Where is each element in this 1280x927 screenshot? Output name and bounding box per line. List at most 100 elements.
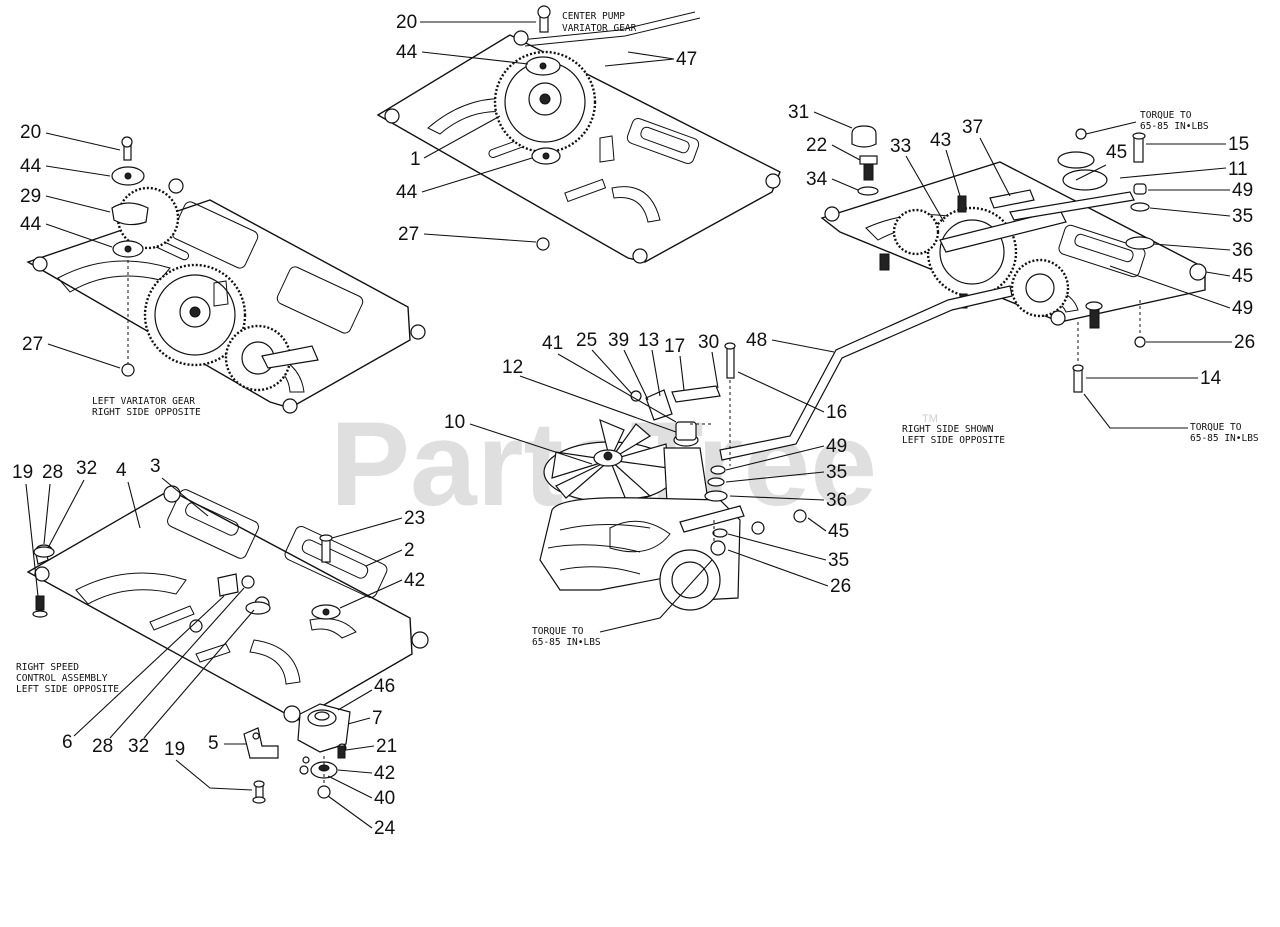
callout-19: 19 [12,462,33,483]
transmission-assembly [539,285,1013,611]
callout-49: 49 [1232,180,1253,201]
callout-26-right: 26 [1234,332,1255,353]
note-left-variator-line2: RIGHT SIDE OPPOSITE [92,407,201,418]
nut-27-top [536,237,550,251]
callout-35-center-lower: 35 [828,550,849,571]
callout-39: 39 [608,330,629,351]
callout-14: 14 [1200,368,1222,389]
bracket-5 [243,727,279,759]
cap-31 [851,125,877,148]
callout-40: 40 [374,788,395,809]
callout-10: 10 [444,412,465,433]
note-torque-center-line1: TORQUE TO [532,626,584,637]
callout-31: 31 [788,102,809,123]
callout-45-center: 45 [828,521,849,542]
washer-32-left [33,546,55,558]
callout-44-left-lower: 44 [20,214,42,235]
callout-34: 34 [806,169,828,190]
callout-6: 6 [62,732,73,753]
note-torque-center-line2: 65-85 IN•LBS [532,637,601,648]
callout-3: 3 [150,456,161,477]
callout-49-center: 49 [826,436,847,457]
watermark-trademark: TM [922,413,938,425]
note-right-speed-line2: CONTROL ASSEMBLY [16,673,108,684]
callout-2: 2 [404,540,415,561]
spacer-29 [111,202,149,226]
callout-20: 20 [396,12,417,33]
callout-35: 35 [1232,206,1253,227]
control-rod-48 [719,285,1013,461]
callout-44-lower: 44 [396,182,418,203]
callout-44: 44 [396,42,418,63]
nut-24 [317,785,331,799]
callout-48: 48 [746,330,767,351]
callout-35-center: 35 [826,462,847,483]
bolt-21 [337,745,346,759]
callout-17: 17 [664,336,685,357]
callout-23: 23 [404,508,425,529]
note-right-speed-line1: RIGHT SPEED [16,662,79,673]
filler-cap-12 [675,421,697,441]
callout-13: 13 [638,330,659,351]
callouts-center: 41 25 39 13 17 30 48 12 16 10 49 35 36 4… [444,330,851,648]
note-left-variator-line1: LEFT VARIATOR GEAR [92,396,195,407]
callout-32-lower: 32 [128,736,149,757]
pin-30 [726,345,735,379]
left-variator-assembly [26,136,426,414]
note-torque-right-line1: TORQUE TO [1190,422,1242,433]
note-torque-top-line1: TORQUE TO [1140,110,1192,121]
callout-44-left: 44 [20,156,42,177]
callout-4: 4 [116,460,127,481]
callout-24: 24 [374,818,396,839]
callout-33: 33 [890,136,911,157]
nut-27-left [121,363,135,377]
note-center-pump-line1: CENTER PUMP [562,11,625,22]
callout-29: 29 [20,186,41,207]
top-plate [376,34,781,263]
callout-28-lower: 28 [92,736,113,757]
callouts-top: 20 44 47 1 44 27 CENTER PUMP VARIATOR GE… [396,11,697,245]
callout-45: 45 [1232,266,1253,287]
callout-37: 37 [962,117,983,138]
callout-26-center: 26 [830,576,851,597]
callout-20-left: 20 [20,122,41,143]
callout-22: 22 [806,135,827,156]
callouts-bottom: 19 28 32 4 3 23 2 42 6 28 32 46 7 5 21 1… [12,456,425,839]
center-pump-variator-assembly [376,5,781,264]
nut-torque [1075,128,1087,140]
callout-1: 1 [410,149,421,170]
callout-42: 42 [404,570,425,591]
note-right-speed-line3: LEFT SIDE OPPOSITE [16,684,119,695]
callouts-left: 20 44 29 44 27 LEFT VARIATOR GEAR RIGHT … [20,122,201,418]
link-17 [671,385,721,403]
callout-49-lower: 49 [1232,298,1253,319]
callouts-right: 31 22 34 33 43 37 45 15 11 49 35 36 45 4… [788,102,1259,446]
pin-15 [1133,135,1144,163]
note-torque-right-line2: 65-85 IN•LBS [1190,433,1259,444]
callout-42-lower: 42 [374,763,395,784]
callout-27-left: 27 [22,334,43,355]
callout-11: 11 [1228,159,1248,180]
bracket-13 [645,389,673,421]
note-torque-top-line2: 65-85 IN•LBS [1140,121,1209,132]
callout-46: 46 [374,676,395,697]
callout-47: 47 [676,49,697,70]
callout-36-center: 36 [826,490,847,511]
nut-26-right [1134,336,1146,348]
callout-41: 41 [542,333,563,354]
callout-28: 28 [42,462,63,483]
callout-12: 12 [502,357,523,378]
callout-7: 7 [372,708,383,729]
callout-36: 36 [1232,240,1253,261]
callout-25: 25 [576,330,597,351]
callout-27: 27 [398,224,419,245]
note-right-side-line1: RIGHT SIDE SHOWN [902,424,994,435]
callout-21: 21 [376,736,397,757]
callout-15: 15 [1228,134,1249,155]
note-center-pump-line2: VARIATOR GEAR [562,23,637,34]
bolt-19-left [35,595,45,611]
note-right-side-line2: LEFT SIDE OPPOSITE [902,435,1005,446]
right-speed-control-assembly [26,485,429,804]
control-arm-11 [939,209,1067,253]
